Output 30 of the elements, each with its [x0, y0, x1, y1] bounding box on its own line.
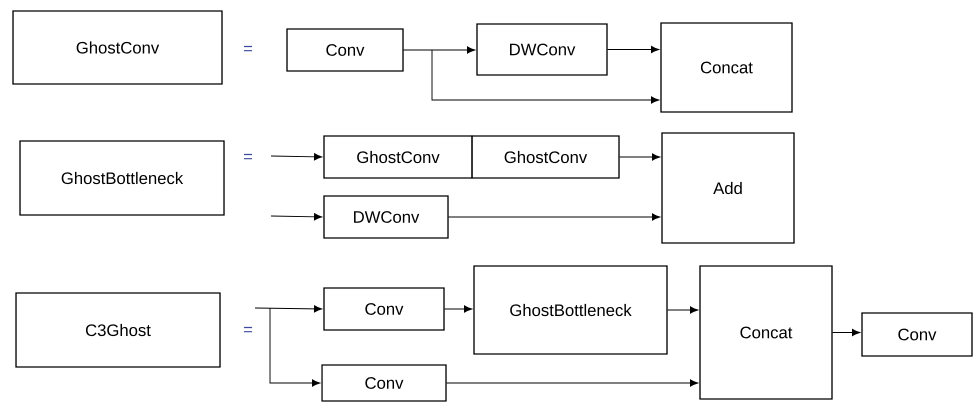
- block-box: Concat: [699, 265, 833, 400]
- block-box: DWConv: [476, 23, 608, 76]
- block-box: GhostBottleneck: [473, 265, 668, 355]
- arrow: [448, 213, 660, 221]
- block-box: GhostConv: [12, 10, 223, 85]
- block-box: Add: [661, 132, 795, 244]
- equals-sign: =: [244, 154, 252, 160]
- arrow: [667, 306, 698, 314]
- block-box: C3Ghost: [15, 292, 221, 368]
- arrow: [403, 50, 660, 104]
- block-box: Conv: [323, 287, 445, 331]
- arrow: [270, 153, 322, 160]
- block-box: GhostConv: [323, 135, 473, 179]
- arrow: [270, 213, 322, 220]
- block-box: GhostConv: [471, 135, 620, 179]
- arrow: [444, 305, 472, 313]
- block-box: DWConv: [323, 195, 449, 239]
- arrow: [446, 379, 698, 387]
- arrow: [607, 46, 660, 54]
- arrow: [832, 328, 860, 336]
- block-box: GhostBottleneck: [19, 140, 225, 216]
- block-box: Conv: [286, 28, 404, 72]
- block-box: Conv: [321, 364, 447, 402]
- arrow: [254, 305, 322, 312]
- arrow: [619, 153, 660, 161]
- equals-sign: =: [244, 326, 252, 332]
- arrow: [270, 308, 320, 387]
- equals-sign: =: [244, 46, 252, 52]
- block-box: Conv: [861, 312, 973, 357]
- block-box: Concat: [660, 22, 793, 113]
